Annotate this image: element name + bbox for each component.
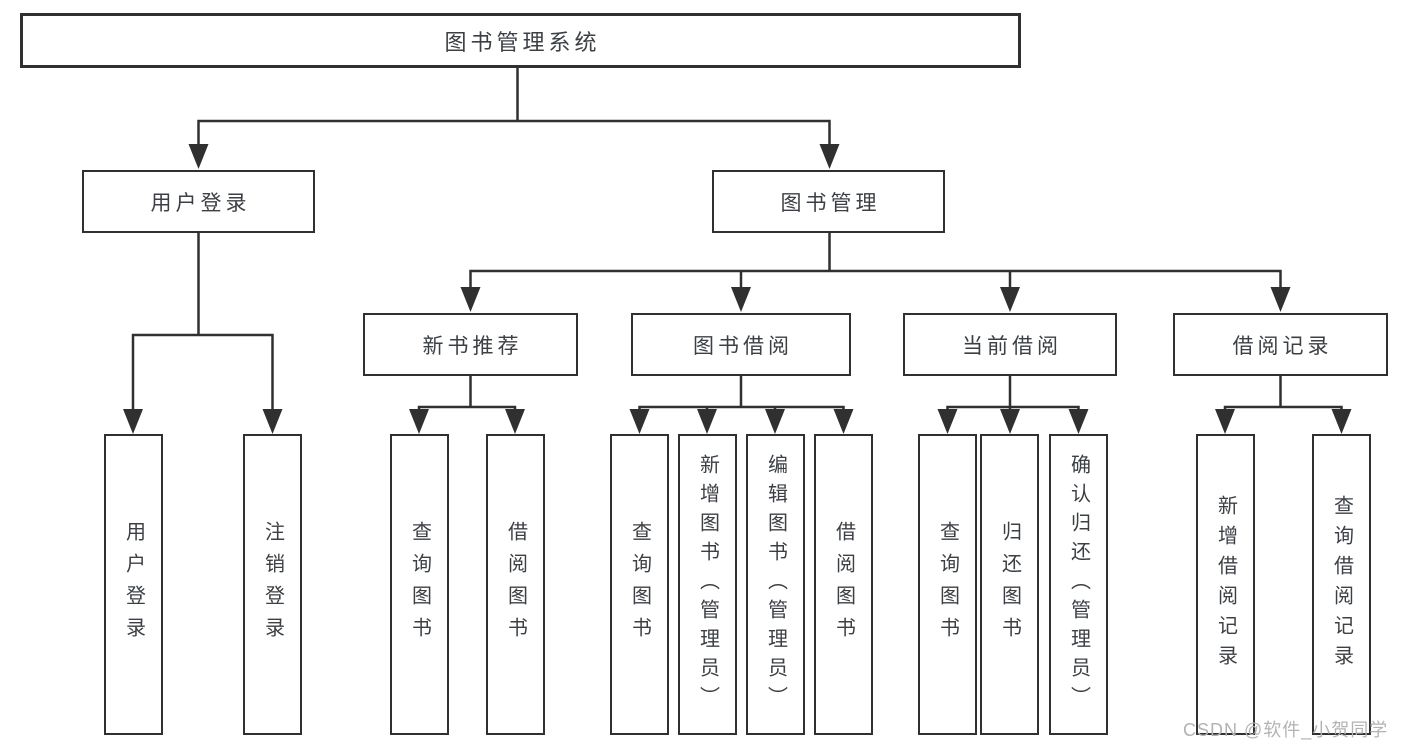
arrowhead [819,144,840,169]
leaf-add-book-admin: 新增图书（管理员） [678,434,737,735]
csdn-watermark: CSDN @软件_小贺同学 [1183,720,1389,740]
leaf-confirm-return-admin: 确认归还（管理员） [1049,434,1108,735]
arrowhead [460,287,481,312]
leaf-add-borrow-record: 新增借阅记录 [1196,434,1255,735]
leaf-return-book: 归还图书 [980,434,1039,735]
arrowhead [262,409,283,434]
arrowhead [833,409,854,434]
node-current-borrow: 当前借阅 [903,313,1117,376]
leaf-edit-book-admin: 编辑图书（管理员） [746,434,805,735]
node-book-borrow: 图书借阅 [631,313,851,376]
arrowhead [731,287,751,312]
connector-root-to-level2 [197,67,831,145]
connector-book-management-to-level3 [469,233,1282,289]
leaf-query-book: 查询图书 [918,434,977,735]
arrowhead [629,409,650,434]
node-library-management-system: 图书管理系统 [20,13,1021,68]
leaf-logout-login: 注销登录 [243,434,302,735]
arrowhead [1215,409,1235,434]
arrowhead [937,409,958,434]
arrowhead [188,144,209,169]
node-new-book-recommend: 新书推荐 [363,313,578,376]
arrowhead [505,409,525,434]
node-user-login: 用户登录 [82,170,315,233]
leaf-query-book: 查询图书 [390,434,449,735]
leaf-query-borrow-record: 查询借阅记录 [1312,434,1371,735]
connector-book-borrow-to-leaves [638,376,845,411]
arrowhead [1270,287,1291,312]
node-borrow-records: 借阅记录 [1173,313,1388,376]
arrowhead [765,409,785,434]
arrowhead [123,409,143,434]
arrowhead [1000,287,1020,312]
leaf-query-book: 查询图书 [610,434,669,735]
arrowhead [1068,409,1089,434]
node-book-management: 图书管理 [712,170,945,233]
connector-borrow-records-to-leaves [1223,376,1343,411]
connector-new-book-recommend-to-leaves [417,376,517,411]
arrowhead [1331,409,1352,434]
leaf-user-login: 用户登录 [104,434,163,735]
connector-user-login-to-leaves [131,233,274,410]
arrowhead [409,409,429,434]
leaf-borrow-book: 借阅图书 [814,434,873,735]
arrowhead [1000,409,1020,434]
leaf-borrow-book: 借阅图书 [486,434,545,735]
connector-current-borrow-to-leaves [946,376,1080,411]
arrowhead [697,409,717,434]
